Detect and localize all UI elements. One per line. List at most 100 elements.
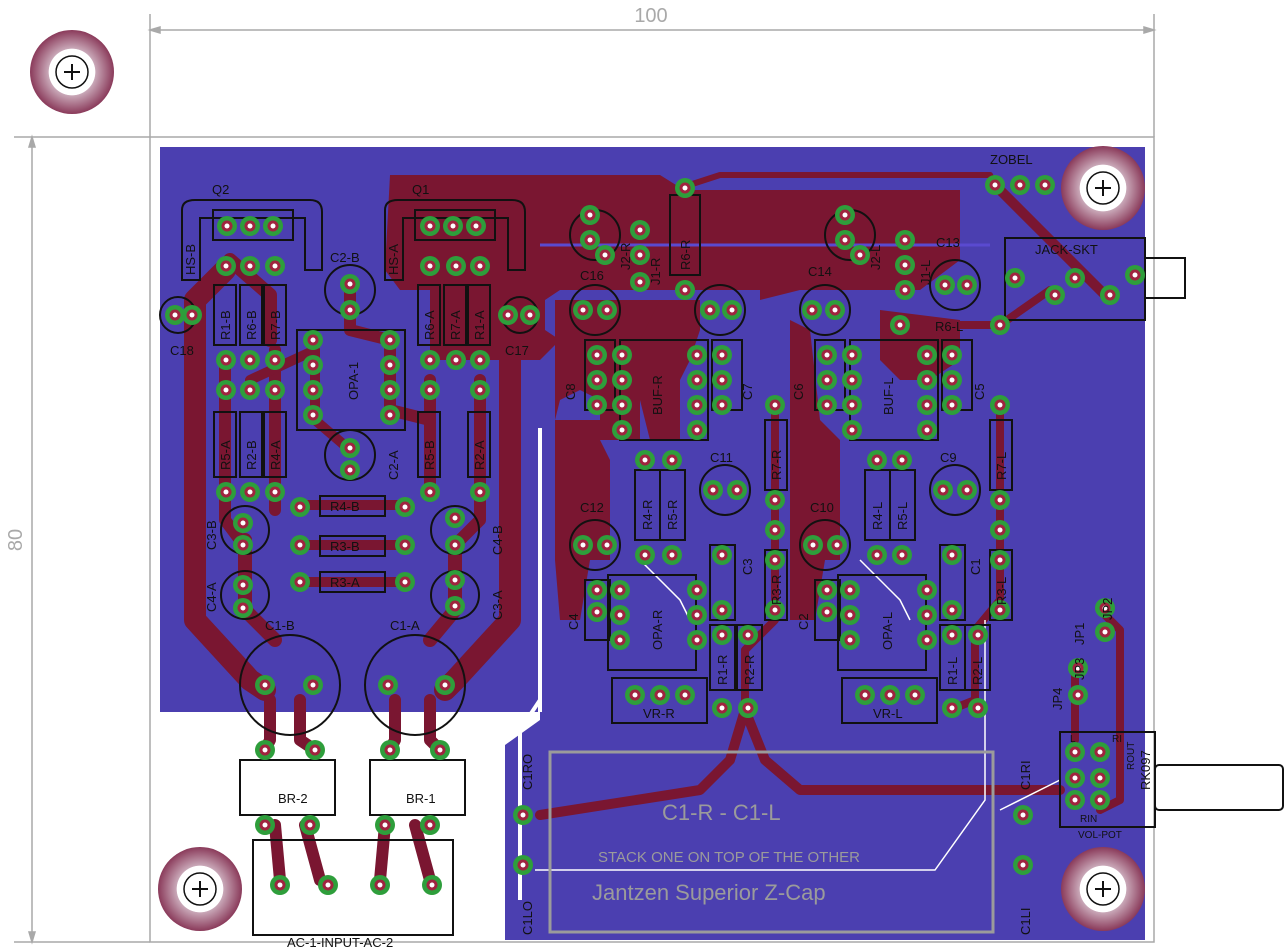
pad-hole — [997, 402, 1003, 408]
pad-hole — [924, 612, 930, 618]
pad-hole — [619, 427, 625, 433]
pads — [165, 175, 1145, 895]
pad-hole — [240, 605, 246, 611]
pad-hole — [772, 497, 778, 503]
pad-hole — [594, 402, 600, 408]
pad-hole — [312, 747, 318, 753]
pad-hole — [729, 307, 735, 313]
label-opa-1: OPA-1 — [346, 362, 361, 400]
pad-hole — [745, 705, 751, 711]
label-rout: ROUT — [1126, 742, 1137, 770]
label-c3-a: C3-A — [490, 590, 505, 620]
pad-hole — [617, 587, 623, 593]
label-r4-a: R4-A — [268, 440, 283, 470]
label-vr-r: VR-R — [643, 706, 675, 721]
pad-hole — [247, 489, 253, 495]
pad-hole — [452, 515, 458, 521]
pad-hole — [310, 362, 316, 368]
pad-hole — [429, 882, 435, 888]
pad-hole — [587, 237, 593, 243]
label-c4-b: C4-B — [490, 525, 505, 555]
pad-hole — [949, 352, 955, 358]
pad-hole — [949, 607, 955, 613]
label-r6-b: R6-B — [244, 310, 259, 340]
pad-hole — [745, 632, 751, 638]
pad-hole — [427, 263, 433, 269]
label-ac-input: AC-1-INPUT-AC-2 — [287, 935, 393, 950]
label-c3-b: C3-B — [204, 520, 219, 550]
label-c8: C8 — [563, 383, 578, 400]
pad-hole — [772, 402, 778, 408]
label-r7-b: R7-B — [268, 310, 283, 340]
pad-hole — [849, 427, 855, 433]
pad-hole — [964, 282, 970, 288]
component-labels: Q2 Q1 HS-B HS-A C2-B C18 C17 R1-B R6-B R… — [170, 152, 1153, 950]
pad-hole — [1102, 629, 1108, 635]
pad-hole — [325, 882, 331, 888]
pad-hole — [619, 377, 625, 383]
label-r5-r: R5-R — [665, 500, 680, 530]
pad-hole — [580, 542, 586, 548]
label-c3: C3 — [740, 558, 755, 575]
pad-hole — [619, 402, 625, 408]
pad-hole — [1097, 797, 1103, 803]
pad-hole — [902, 237, 908, 243]
pad-hole — [899, 457, 905, 463]
pad-hole — [520, 862, 526, 868]
label-j1-r: J1-R — [648, 258, 663, 285]
pad-hole — [942, 282, 948, 288]
label-c10: C10 — [810, 500, 834, 515]
label-r1-a: R1-A — [472, 310, 487, 340]
label-j2-l: J2-L — [868, 245, 883, 270]
pad-hole — [682, 692, 688, 698]
pad-hole — [442, 682, 448, 688]
pad-hole — [899, 552, 905, 558]
pad-hole — [604, 307, 610, 313]
pad-hole — [347, 307, 353, 313]
label-opa-l: OPA-L — [880, 612, 895, 650]
label-r5-b: R5-B — [422, 440, 437, 470]
label-rk097: RK097 — [1138, 750, 1153, 790]
label-hs-b: HS-B — [183, 244, 198, 275]
label-jp2: JP2 — [1100, 598, 1115, 620]
pad-hole — [964, 487, 970, 493]
pad-hole — [402, 504, 408, 510]
pad-hole — [669, 552, 675, 558]
pad-hole — [297, 579, 303, 585]
label-c1li: C1LI — [1018, 908, 1033, 935]
width-dimension-label: 100 — [634, 5, 667, 27]
pad-hole — [1075, 692, 1081, 698]
pad-hole — [1072, 275, 1078, 281]
pad-hole — [637, 279, 643, 285]
pad-hole — [450, 223, 456, 229]
label-l: L — [1070, 734, 1076, 745]
pad-hole — [505, 312, 511, 318]
pad-hole — [902, 262, 908, 268]
pad-hole — [1020, 812, 1026, 818]
pad-hole — [669, 457, 675, 463]
pad-hole — [940, 487, 946, 493]
mounting-hole-top-right — [1061, 146, 1145, 230]
pad-hole — [710, 487, 716, 493]
pad-hole — [997, 557, 1003, 563]
label-r2-b: R2-B — [244, 440, 259, 470]
pad-hole — [402, 579, 408, 585]
pad-hole — [949, 377, 955, 383]
pad-hole — [637, 252, 643, 258]
pad-hole — [997, 497, 1003, 503]
pad-hole — [734, 487, 740, 493]
pad-hole — [847, 587, 853, 593]
pad-hole — [240, 520, 246, 526]
cap-brand-note: Jantzen Superior Z-Cap — [592, 880, 826, 905]
pad-hole — [452, 603, 458, 609]
pad-hole — [824, 587, 830, 593]
pad-hole — [347, 445, 353, 451]
label-r2-a: R2-A — [472, 440, 487, 470]
pad-hole — [637, 227, 643, 233]
pad-hole — [427, 489, 433, 495]
pad-hole — [262, 747, 268, 753]
label-q1: Q1 — [412, 182, 429, 197]
label-buf-r: BUF-R — [650, 375, 665, 415]
label-jp3: JP3 — [1072, 658, 1087, 680]
pad-hole — [427, 387, 433, 393]
